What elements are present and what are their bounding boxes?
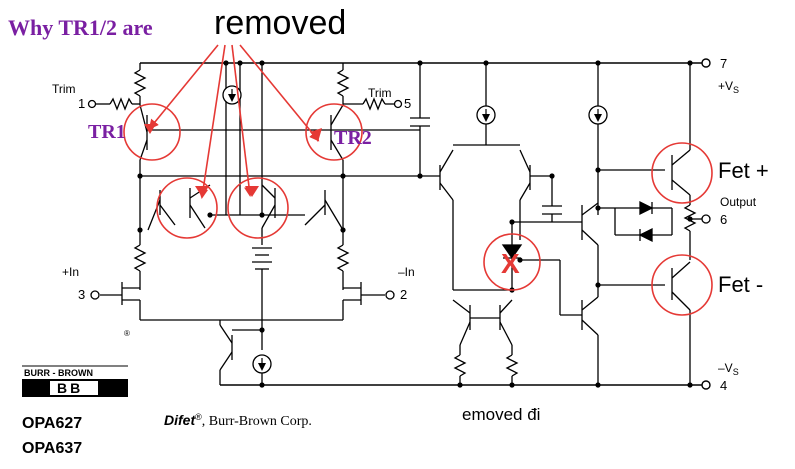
- pin7-number: 7: [720, 56, 727, 71]
- tr2-label: TR2: [334, 127, 372, 149]
- burr-brown-logo: BURR - BROWN BB: [22, 365, 128, 397]
- input-pin-terminals: [90, 290, 395, 300]
- junction-dots: [137, 60, 693, 388]
- fet-plus-highlight: [651, 142, 713, 204]
- current-source-icons: [222, 85, 608, 374]
- cross-mark: X: [501, 248, 520, 279]
- pin7-label: +VS: [718, 79, 739, 95]
- removed-pointer-arrows: [148, 44, 320, 199]
- pin6-label: Output: [720, 195, 757, 209]
- fet-minus-label: Fet -: [718, 272, 763, 297]
- pin1-number: 1: [78, 96, 85, 111]
- fet-plus-label: Fet +: [718, 158, 769, 183]
- highlight-circles: [123, 103, 713, 316]
- pin2-number: 2: [400, 287, 407, 302]
- logo-top-text: BURR - BROWN: [24, 368, 93, 378]
- pin4-label: –VS: [718, 361, 739, 377]
- tr1-highlight: [123, 103, 181, 161]
- input-stage-wiring: [100, 63, 420, 385]
- gain-stage-wiring: [410, 63, 599, 385]
- pin5-number: 5: [404, 96, 411, 111]
- diode-removed-highlight: [483, 233, 541, 291]
- mirror-right-highlight: [227, 177, 289, 239]
- small-registered-mark: ®: [124, 329, 130, 338]
- pin3-number: 3: [78, 287, 85, 302]
- output-stage-wiring: [598, 63, 711, 385]
- logo-mark-text: BB: [57, 380, 83, 396]
- pin3-label: +In: [62, 265, 79, 279]
- removed-note: emoved đi: [462, 405, 540, 424]
- part-number-opa627: OPA627: [22, 415, 82, 432]
- title-prefix: Why TR1/2 are: [8, 15, 153, 40]
- highlight-arrowheads: [144, 124, 322, 197]
- tr1-label: TR1: [88, 121, 126, 143]
- difet-trademark: Difet®, Burr-Brown Corp.: [164, 412, 312, 429]
- title-emphasis: removed: [214, 4, 346, 42]
- fet-minus-highlight: [651, 254, 713, 316]
- negative-supply-rail: [220, 380, 711, 390]
- tr2-highlight: [305, 103, 363, 161]
- pin6-number: 6: [720, 212, 727, 227]
- pin4-number: 4: [720, 378, 727, 393]
- current-source-arrows: [228, 89, 602, 371]
- trim-resistors: [87, 97, 403, 111]
- pin1-trim-label: Trim: [52, 82, 76, 96]
- pin5-trim-label: Trim: [368, 86, 392, 100]
- pin2-label: –In: [398, 265, 415, 279]
- mirror-left-highlight: [156, 177, 218, 239]
- part-number-opa637: OPA637: [22, 440, 82, 457]
